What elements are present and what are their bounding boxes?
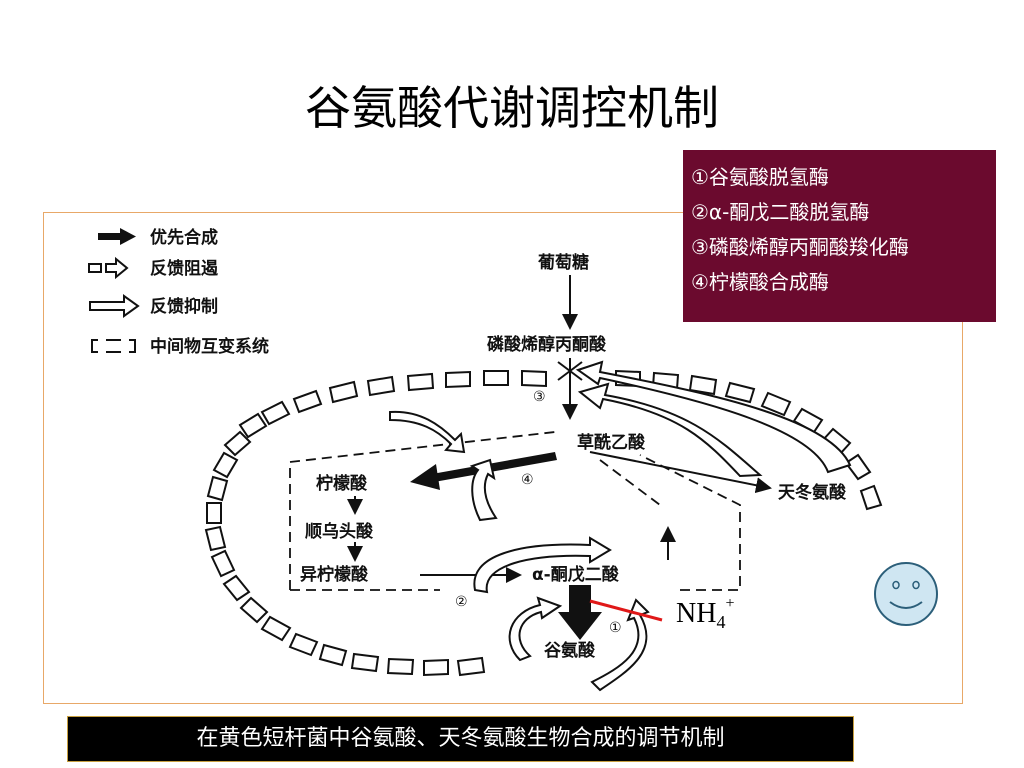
feedback-repression-icon [88, 256, 129, 280]
label-akg: α-酮戊二酸 [532, 564, 620, 585]
label-citrate: 柠檬酸 [316, 473, 368, 494]
priority-arrow-citrate [410, 452, 557, 490]
legend-feedback-repression: 反馈阻遏 [150, 258, 219, 279]
diagram-frame [43, 212, 963, 704]
legend-feedback-inhibition: 反馈抑制 [150, 296, 218, 317]
marker-2: ② [455, 594, 468, 610]
label-cis-aconitate: 顺乌头酸 [305, 521, 374, 542]
nh4-label: NH4+ [676, 595, 734, 632]
label-glucose: 葡萄糖 [537, 252, 589, 273]
enzyme-item-4: ④柠檬酸合成酶 [691, 270, 829, 294]
tca-dashed-boundary [289, 431, 741, 591]
legend-priority-synthesis: 优先合成 [150, 227, 218, 248]
feedback-inhibition-icon [89, 294, 140, 318]
label-glutamate: 谷氨酸 [544, 640, 596, 661]
priority-synthesis-icon [98, 228, 136, 245]
marker-3: ③ [533, 389, 546, 405]
marker-4: ④ [521, 472, 534, 488]
feedback-inhibition-arrows [389, 360, 852, 692]
legend: 优先合成 反馈阻遏 反馈抑制 中间物互变系统 [88, 227, 269, 357]
label-oxaloacetate: 草酰乙酸 [577, 432, 646, 453]
label-isocitrate: 异柠檬酸 [300, 564, 369, 585]
smiley-face-icon [874, 562, 938, 626]
main-flow-arrows [347, 275, 772, 583]
enzyme-list: ①谷氨酸脱氢酶 ②α-酮戊二酸脱氢酶 ③磷酸烯醇丙酮酸羧化酶 ④柠檬酸合成酶 [683, 150, 996, 322]
pep-carboxylase-cross [557, 361, 583, 381]
enzyme-item-2: ②α-酮戊二酸脱氢酶 [691, 200, 870, 224]
label-aspartate: 天冬氨酸 [778, 482, 847, 503]
intermediate-interconversion-icon [91, 339, 136, 353]
page-title: 谷氨酸代谢调控机制 [305, 81, 719, 135]
enzyme-item-1: ①谷氨酸脱氢酶 [691, 165, 829, 189]
label-pep: 磷酸烯醇丙酮酸 [487, 334, 607, 355]
marker-1: ① [609, 620, 622, 636]
nh4-pointer [589, 599, 663, 622]
enzyme-item-3: ③磷酸烯醇丙酮酸羧化酶 [691, 235, 909, 259]
legend-intermediate-interconversion: 中间物互变系统 [150, 336, 269, 357]
priority-arrow-glutamate [558, 585, 602, 640]
figure-caption: 在黄色短杆菌中谷氨酸、天冬氨酸生物合成的调节机制 [67, 716, 854, 762]
